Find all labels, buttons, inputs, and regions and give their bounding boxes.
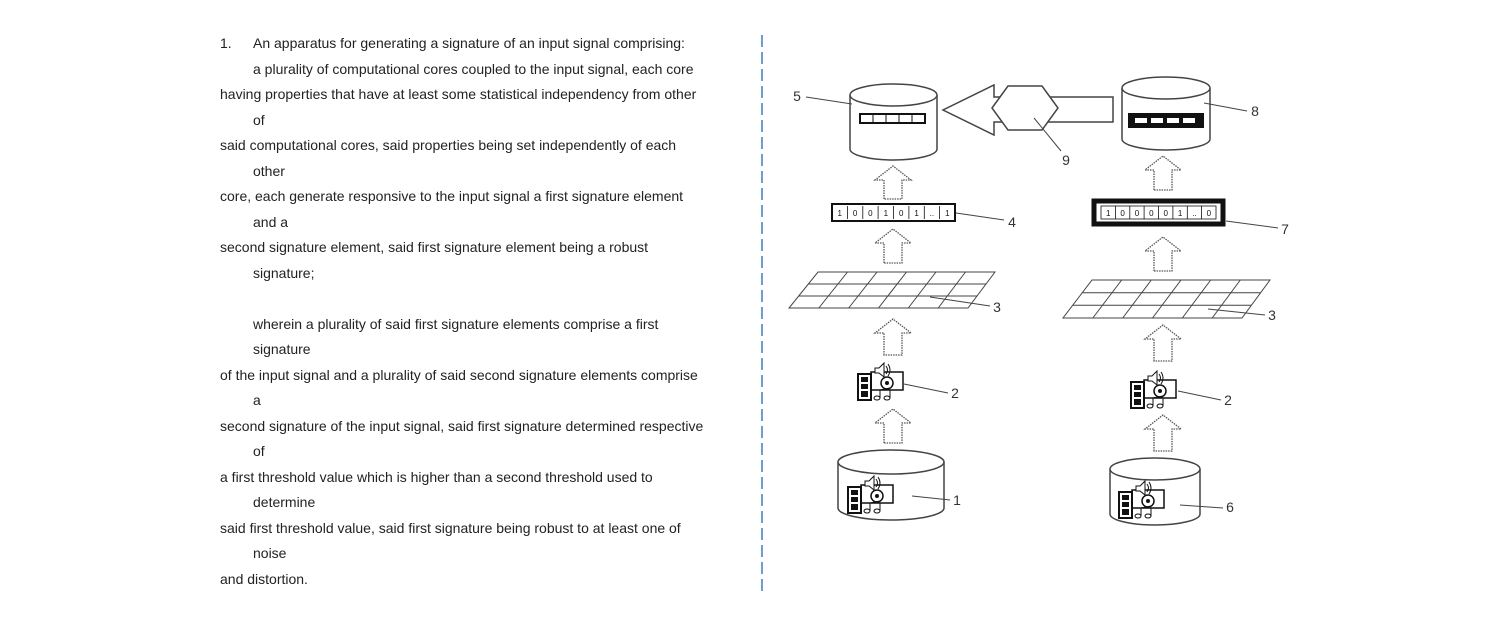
bit-cell: 0 [868, 209, 873, 218]
bit-cell: 1 [1106, 209, 1111, 218]
claim-line: of [253, 111, 265, 128]
label-5: 5 [793, 88, 801, 104]
bit-cell: 1 [1178, 209, 1183, 218]
up-arrow [873, 228, 913, 264]
paragraph-gap [220, 286, 755, 312]
claim-line: noise [253, 545, 287, 561]
bit-cell: .. [1192, 209, 1196, 218]
claim-line: wherein a plurality of said first signat… [253, 315, 659, 332]
bit-cell: 0 [1149, 209, 1154, 218]
claim-line: core, each generate responsive to the in… [220, 188, 684, 204]
claim-line: signature; [253, 264, 315, 281]
bit-cell: 0 [1120, 209, 1125, 218]
label-2: 2 [951, 385, 959, 401]
up-arrow [873, 408, 913, 444]
bit-cell: .. [930, 209, 934, 218]
leader-line-9 [1033, 117, 1062, 152]
leader-line-8 [1203, 102, 1248, 112]
claim-text: 1. An apparatus for generating a signatu… [220, 31, 755, 592]
signature-vector-4: 1 0 0 1 0 1 .. 1 [831, 203, 956, 222]
label-9: 9 [1062, 152, 1070, 168]
claim-line: said first threshold value, said first s… [220, 519, 681, 536]
claim-line: and a [253, 213, 289, 230]
bit-cell: 0 [1163, 209, 1168, 218]
media-icon [857, 362, 904, 401]
leader-line-6 [1179, 504, 1224, 509]
claim-line: a first threshold value which is higher … [220, 468, 653, 485]
bit-cell: 1 [945, 209, 950, 218]
leader-line-3 [1207, 308, 1266, 316]
bit-cell: 1 [884, 209, 889, 218]
leader-line-2 [903, 383, 949, 394]
claim-line: a plurality of computational cores coupl… [253, 60, 694, 77]
stored-signature-bar [1128, 113, 1204, 128]
database-5 [849, 83, 938, 161]
bit-cell: 1 [914, 209, 919, 218]
signature-vector-7: 1 0 0 0 0 1 .. 0 [1091, 198, 1226, 227]
claim-line: of the input signal and a plurality of s… [220, 366, 698, 383]
label-1: 1 [953, 492, 961, 508]
core-grid-3-left [787, 271, 996, 309]
bit-cell: 0 [899, 209, 904, 218]
claim-line: having properties that have at least som… [220, 86, 697, 102]
claim-number: 1. [220, 35, 232, 51]
label-8: 8 [1251, 103, 1259, 119]
leader-line-7 [1225, 220, 1279, 229]
claim-line: second signature of the input signal, sa… [220, 417, 704, 434]
label-7: 7 [1281, 221, 1289, 237]
leader-line-5 [805, 96, 853, 105]
label-4: 4 [1008, 214, 1016, 230]
claim-line: and distortion. [220, 570, 308, 587]
up-arrow [1143, 155, 1183, 191]
up-arrow [873, 165, 913, 200]
bit-cell: 1 [837, 209, 842, 218]
bit-cell: 0 [1207, 209, 1212, 218]
label-6: 6 [1226, 499, 1234, 515]
claim-line: other [253, 162, 285, 179]
label-2: 2 [1224, 392, 1232, 408]
hexagon-9 [991, 85, 1059, 131]
bit-cell: 0 [1135, 209, 1140, 218]
leader-line-2 [1177, 390, 1222, 401]
up-arrow [1143, 414, 1183, 452]
claim-line: determine [253, 494, 316, 510]
claim-line: of [253, 443, 265, 459]
up-arrow [1143, 324, 1183, 362]
claim-line: said computational cores, said propertie… [220, 137, 677, 153]
claim-line: second signature element, said first sig… [220, 239, 649, 255]
database-1 [837, 449, 945, 521]
bit-cell: 0 [853, 209, 858, 218]
leader-line-4 [955, 212, 1005, 221]
claim-line-text: An apparatus for generating a signature … [253, 35, 685, 51]
core-grid-3-right [1061, 279, 1271, 319]
label-3: 3 [1268, 307, 1276, 323]
claim-line: signature [253, 341, 311, 357]
claim-line: a [253, 392, 261, 408]
up-arrow [873, 318, 913, 356]
media-icon [1130, 370, 1177, 409]
database-8 [1121, 76, 1211, 151]
database-6 [1109, 457, 1201, 526]
leader-line-1 [911, 495, 951, 501]
stored-signature-bar [859, 113, 926, 124]
label-3: 3 [993, 299, 1001, 315]
leader-line-3 [929, 296, 991, 307]
up-arrow [1143, 236, 1183, 272]
claim-line: 1. An apparatus for generating a signatu… [220, 31, 755, 57]
